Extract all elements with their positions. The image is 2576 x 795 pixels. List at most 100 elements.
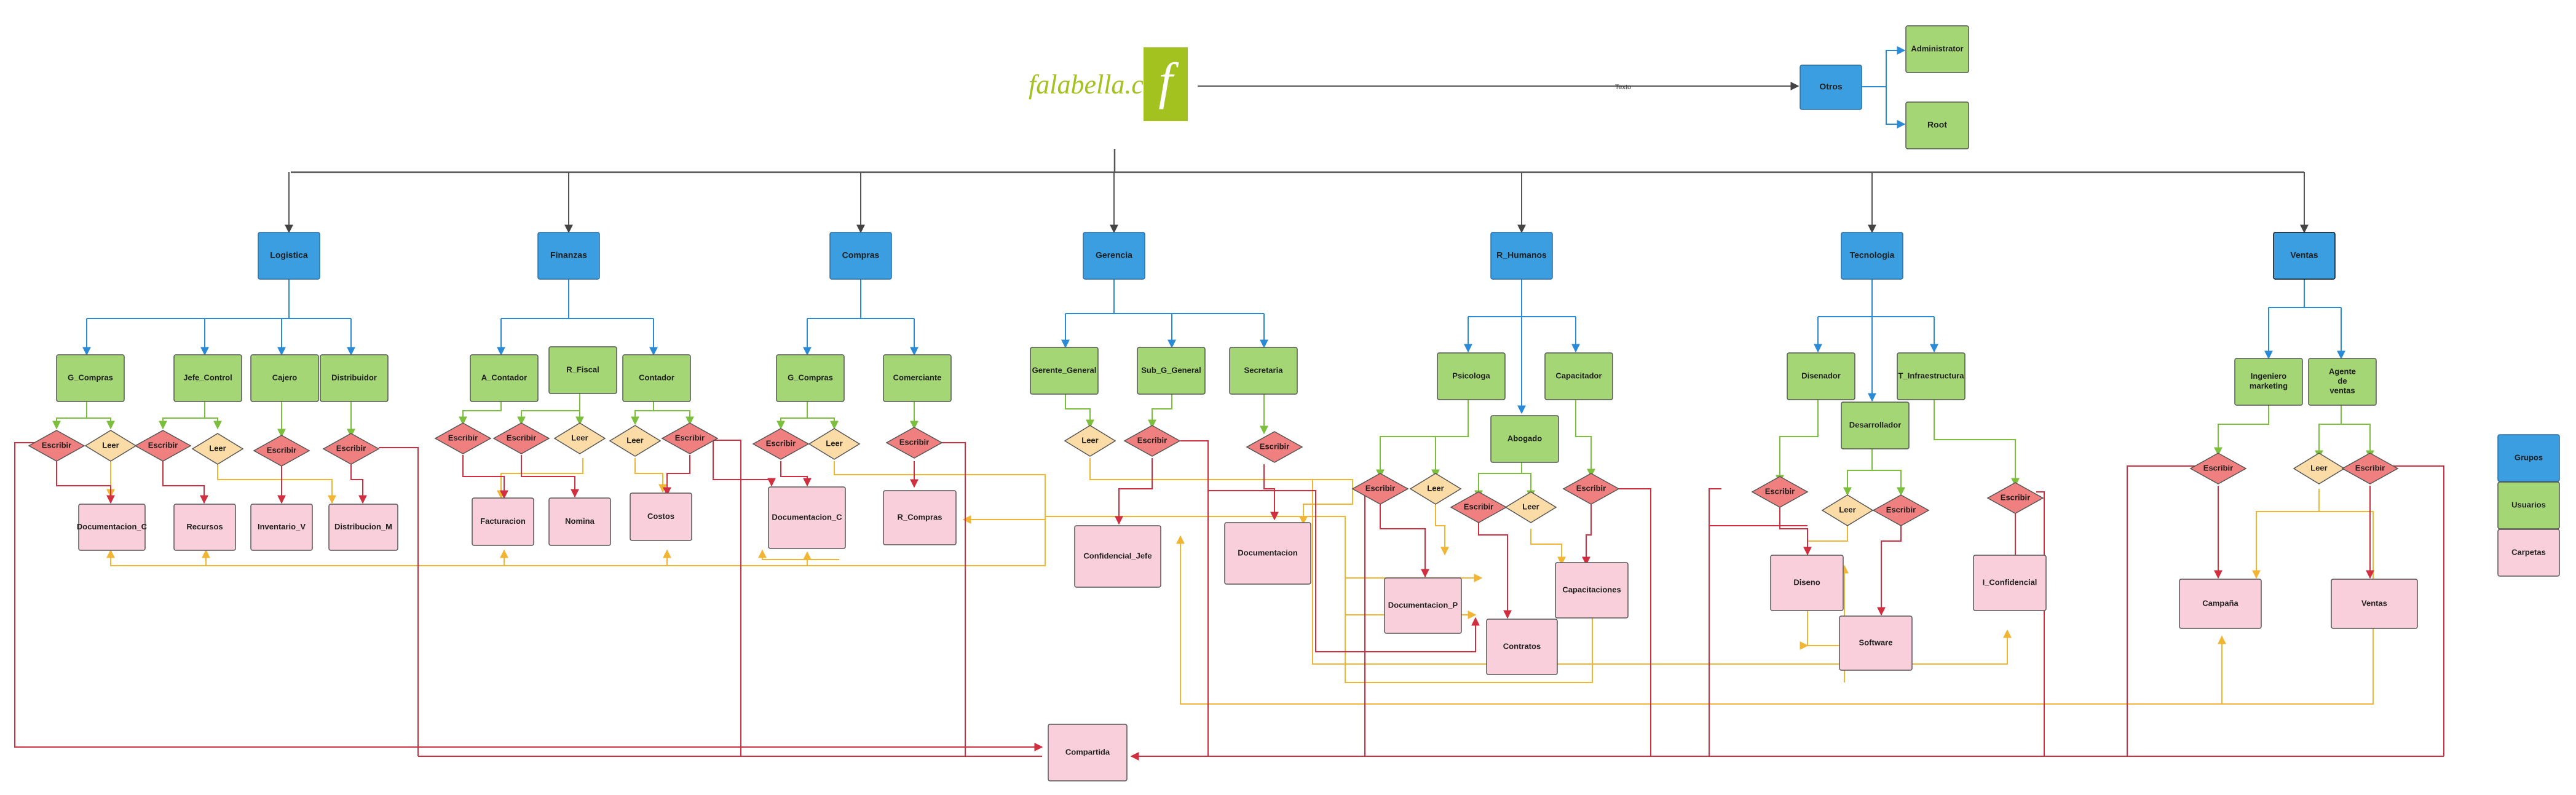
write-permission-11[interactable]: Escribir	[752, 428, 810, 460]
read-permission-3-shape	[191, 433, 244, 465]
folder-finanzas-0[interactable]: Facturacion	[472, 497, 534, 546]
folder-finanzas-2[interactable]: Costos	[630, 492, 692, 541]
edge-user-perm-0	[52, 401, 87, 430]
user-tecnologia-2[interactable]: Desarrollador	[1841, 401, 1910, 449]
edge-otros-admin	[1862, 46, 1906, 87]
legend-carpetas[interactable]: Carpetas	[2497, 529, 2560, 577]
write-permission-2[interactable]: Escribir	[134, 430, 192, 462]
user-logistica-0[interactable]: G_Compras	[56, 354, 125, 402]
folder-gerencia-1[interactable]: Documentacion	[1224, 522, 1311, 585]
write-permission-10[interactable]: Escribir	[661, 422, 719, 454]
group-3-label: Gerencia	[1096, 250, 1132, 260]
folder-logistica-3-label: Distribucion_M	[334, 522, 392, 531]
folder-rhumanos-0[interactable]: Documentacion_P	[1384, 577, 1462, 634]
group-6[interactable]: Ventas	[2273, 232, 2336, 280]
write-permission-25[interactable]: Escribir	[1986, 482, 2044, 514]
user-root[interactable]: Root	[1905, 101, 1969, 149]
write-permission-21[interactable]: Escribir	[1562, 473, 1620, 505]
user-rhumanos-1[interactable]: Capacitador	[1544, 352, 1613, 400]
user-gerencia-1[interactable]: Sub_G_General	[1137, 347, 1206, 395]
folder-logistica-0[interactable]: Documentacion_C	[77, 504, 148, 551]
read-permission-9[interactable]: Leer	[609, 425, 662, 457]
folder-compras-1[interactable]: R_Compras	[883, 490, 957, 545]
write-permission-0[interactable]: Escribir	[28, 430, 85, 462]
folder-rhumanos-1[interactable]: Capacitaciones	[1555, 562, 1629, 619]
user-logistica-1[interactable]: Jefe_Control	[173, 354, 242, 402]
folder-logistica-3[interactable]: Distribucion_M	[328, 504, 398, 551]
user-logistica-3-label: Distribuidor	[331, 373, 377, 382]
group-5[interactable]: Tecnologia	[1841, 232, 1903, 280]
write-permission-24[interactable]: Escribir	[1872, 494, 1930, 526]
folder-ventas-0[interactable]: Campaña	[2179, 579, 2262, 629]
legend-grupos[interactable]: Grupos	[2497, 434, 2560, 482]
user-finanzas-2[interactable]: Contador	[622, 354, 691, 402]
edge-user-perm-6	[459, 401, 502, 425]
edge-write-9	[1115, 458, 1153, 525]
folder-tecnologia-2[interactable]: Software	[1839, 615, 1913, 671]
user-compras-0[interactable]: G_Compras	[776, 354, 845, 402]
write-permission-13[interactable]: Escribir	[885, 427, 943, 459]
read-permission-14[interactable]: Leer	[1064, 425, 1116, 457]
user-rhumanos-0[interactable]: Psicologa	[1437, 352, 1506, 400]
read-permission-8[interactable]: Leer	[553, 422, 606, 454]
write-permission-28[interactable]: Escribir	[2341, 453, 2399, 485]
write-permission-24-label: Escribir	[1886, 505, 1916, 514]
user-finanzas-1[interactable]: R_Fiscal	[548, 346, 617, 394]
folder-gerencia-0[interactable]: Confidencial_Jefe	[1074, 525, 1161, 588]
group-4[interactable]: R_Humanos	[1490, 232, 1553, 280]
read-permission-3[interactable]: Leer	[191, 433, 244, 465]
read-permission-20[interactable]: Leer	[1504, 491, 1557, 523]
user-finanzas-0[interactable]: A_Contador	[470, 354, 539, 402]
group-otros[interactable]: Otros	[1800, 65, 1862, 110]
write-permission-22[interactable]: Escribir	[1751, 476, 1809, 508]
write-permission-26-label: Escribir	[2203, 463, 2233, 472]
read-permission-12[interactable]: Leer	[808, 428, 861, 460]
read-permission-1[interactable]: Leer	[84, 430, 137, 462]
group-0[interactable]: Logistica	[258, 232, 320, 280]
write-permission-16[interactable]: Escribir	[1246, 431, 1303, 463]
folder-logistica-3-shape	[328, 504, 398, 551]
user-logistica-3[interactable]: Distribuidor	[320, 354, 389, 402]
read-permission-23[interactable]: Leer	[1821, 494, 1874, 526]
folder-tecnologia-0[interactable]: Diseno	[1770, 555, 1844, 611]
write-permission-17[interactable]: Escribir	[1351, 473, 1409, 505]
edge-user-perm-12	[807, 401, 839, 430]
user-gerencia-2[interactable]: Secretaria	[1229, 347, 1298, 395]
group-3[interactable]: Gerencia	[1083, 232, 1145, 280]
write-permission-7[interactable]: Escribir	[492, 422, 550, 454]
user-compras-1[interactable]: Comerciante	[883, 354, 952, 402]
folder-compras-0[interactable]: Documentacion_C	[768, 486, 846, 549]
folder-finanzas-1[interactable]: Nomina	[548, 497, 611, 546]
group-1[interactable]: Finanzas	[537, 232, 600, 280]
user-logistica-2[interactable]: Cajero	[250, 354, 319, 402]
write-permission-26[interactable]: Escribir	[2189, 453, 2247, 485]
read-permission-27[interactable]: Leer	[2293, 453, 2345, 485]
user-tecnologia-1[interactable]: T_Infraestructura	[1897, 352, 1966, 400]
user-tecnologia-0[interactable]: Disenador	[1787, 352, 1855, 400]
folder-ventas-1[interactable]: Ventas	[2331, 579, 2418, 629]
edge-write-ger-contratos	[1207, 486, 1480, 652]
edge-write-1	[162, 461, 208, 504]
edge-user-perm-27	[2315, 400, 2342, 459]
legend-usuarios[interactable]: Usuarios	[2497, 481, 2560, 529]
read-permission-18[interactable]: Leer	[1409, 473, 1462, 505]
edge-write-14	[1779, 507, 1812, 556]
user-rhumanos-2[interactable]: Abogado	[1490, 415, 1559, 463]
group-2[interactable]: Compras	[829, 232, 892, 280]
write-permission-4[interactable]: Escribir	[253, 435, 310, 467]
folder-logistica-1[interactable]: Recursos	[173, 504, 236, 551]
read-permission-20-shape	[1504, 491, 1557, 523]
write-permission-19[interactable]: Escribir	[1450, 491, 1507, 523]
write-permission-6[interactable]: Escribir	[434, 422, 492, 454]
folder-compartida[interactable]: Compartida	[1048, 724, 1128, 781]
folder-logistica-2[interactable]: Inventario_V	[250, 504, 313, 551]
user-administrator[interactable]: Administrator	[1905, 25, 1969, 73]
folder-rhumanos-2[interactable]: Contratos	[1486, 619, 1558, 675]
write-permission-15[interactable]: Escribir	[1123, 425, 1181, 457]
user-gerencia-0[interactable]: Gerente_General	[1030, 347, 1099, 395]
write-permission-5[interactable]: Escribir	[322, 433, 380, 465]
folder-tecnologia-1[interactable]: I_Confidencial	[1973, 555, 2047, 611]
